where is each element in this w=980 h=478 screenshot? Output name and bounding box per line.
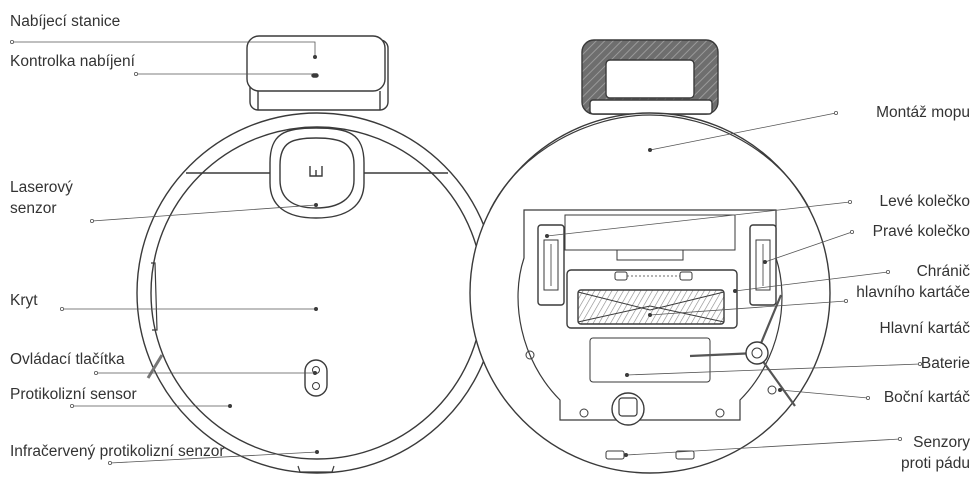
label-battery: Baterie: [920, 355, 970, 372]
label-cover: Kryt: [10, 292, 38, 309]
label-charging-indicator: Kontrolka nabíjení: [10, 53, 135, 70]
charging-station-top: [246, 35, 389, 111]
right-leaders: [546, 112, 921, 456]
battery: [589, 337, 711, 383]
label-control-buttons: Ovládací tlačítka: [10, 351, 125, 368]
label-left-wheel: Levé kolečko: [879, 193, 970, 210]
cliff-sensors: [525, 350, 777, 460]
left-leaders: [12, 41, 318, 464]
label-laser-sensor-line2: senzor: [10, 200, 57, 217]
left-wheel: [537, 224, 565, 306]
left-target-dots: [228, 55, 319, 454]
label-laser-sensor-line1: Laserový: [10, 179, 73, 196]
label-side-brush: Boční kartáč: [883, 389, 970, 406]
caster-wheel: [611, 392, 645, 426]
label-ir-collision-sensor: Infračervený protikolizní senzor: [10, 443, 225, 460]
label-right-wheel: Pravé kolečko: [872, 223, 970, 240]
charging-station-bottom: [581, 39, 719, 115]
main-brush: [577, 289, 725, 325]
laser-turret: [186, 127, 448, 219]
label-cliff-sensors-line2: proti pádu: [901, 455, 970, 472]
mi-logo-icon: [309, 166, 323, 177]
top-view: [136, 35, 498, 474]
right-wheel: [749, 224, 777, 306]
bottom-view: [469, 39, 831, 474]
left-leader-dots: [9, 40, 138, 465]
label-main-brush-guard-line2: hlavního kartáče: [856, 284, 970, 301]
label-main-brush: Hlavní kartáč: [879, 320, 970, 337]
label-mop-mount: Montáž mopu: [876, 104, 970, 121]
power-and-home-buttons-icon: [304, 359, 328, 397]
label-charging-station: Nabíjecí stanice: [10, 13, 121, 30]
label-cliff-sensors-line1: Senzory: [913, 434, 970, 451]
indicator-light: [311, 73, 319, 78]
right-leader-dots: [834, 111, 923, 441]
label-collision-sensor: Protikolizní sensor: [10, 386, 137, 403]
label-main-brush-guard-line1: Chránič: [916, 263, 970, 280]
right-target-dots: [545, 148, 782, 457]
